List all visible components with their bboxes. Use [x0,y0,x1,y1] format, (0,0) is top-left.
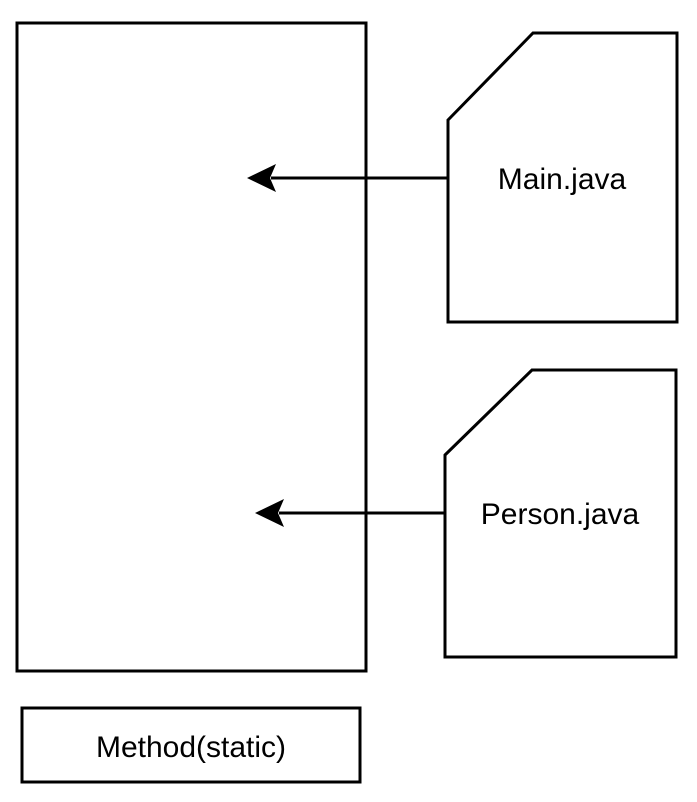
file-document-icon-person [443,368,678,659]
legend-label: Method(static) [96,731,286,764]
file-label-main: Main.java [498,163,627,196]
arrow-main-to-area [247,164,448,192]
file-label-person: Person.java [481,498,640,531]
arrow-person-to-area [255,499,445,527]
method-area-rectangle [15,21,368,673]
legend-box [20,706,362,784]
arrowhead-left-icon-person [255,499,284,527]
file-document-icon-main [446,31,679,324]
arrowhead-left-icon-main [247,164,276,192]
